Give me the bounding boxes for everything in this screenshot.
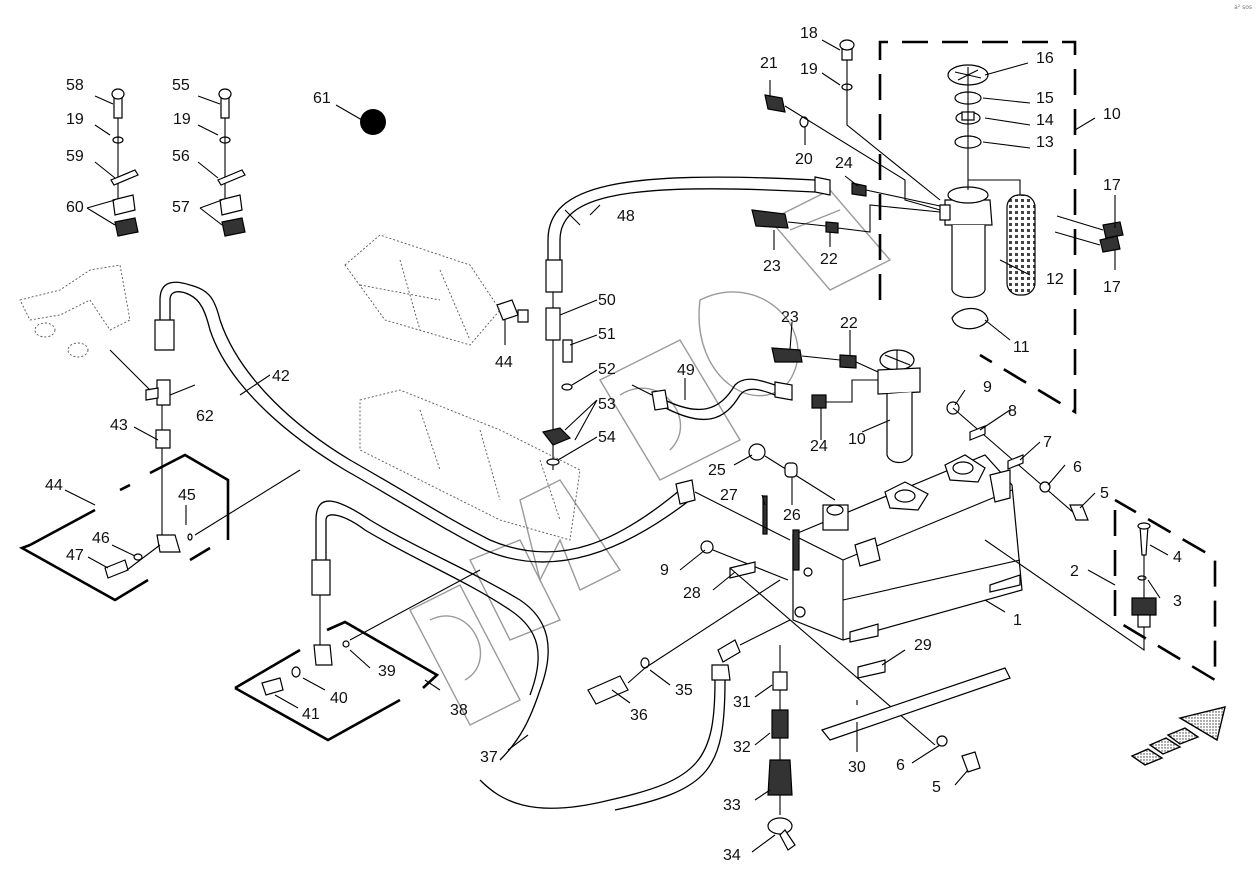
callout-24: 24 [835, 155, 853, 172]
callout-45: 45 [178, 487, 196, 504]
callout-30: 30 [848, 759, 866, 776]
callout-41: 41 [302, 706, 320, 723]
callout-17: 17 [1103, 279, 1121, 296]
callout-20: 20 [795, 151, 813, 168]
callout-3: 3 [1173, 593, 1182, 610]
forward-direction-arrow [1130, 706, 1226, 766]
callout-19: 19 [66, 111, 84, 128]
callout-7: 7 [1043, 434, 1052, 451]
callout-58: 58 [66, 77, 84, 94]
filter-assembly-group [878, 40, 1124, 415]
hoses-group [154, 176, 831, 761]
callout-6: 6 [896, 757, 905, 774]
left-manifold-group [18, 349, 301, 602]
callout-48: 48 [617, 208, 635, 225]
callout-60: 60 [66, 199, 84, 216]
callout-25: 25 [708, 462, 726, 479]
callout-26: 26 [783, 507, 801, 524]
callout-10: 10 [1103, 106, 1121, 123]
callout-38: 38 [450, 702, 468, 719]
valve-stack-group [496, 292, 573, 470]
callout-6: 6 [1073, 459, 1082, 476]
callout-59: 59 [66, 148, 84, 165]
callout-2: 2 [1070, 563, 1079, 580]
callout-44: 44 [495, 354, 513, 371]
callout-22: 22 [840, 315, 858, 332]
lower-manifold-group [234, 569, 481, 742]
callout-61: 61 [313, 90, 331, 107]
corner-code: a² sos [1234, 4, 1252, 11]
callout-34: 34 [723, 847, 741, 864]
callout-36: 36 [630, 707, 648, 724]
callout-28: 28 [683, 585, 701, 602]
callout-35: 35 [675, 682, 693, 699]
callout-13: 13 [1036, 134, 1054, 151]
callout-labels: 1 2 3 4 5 5 6 6 7 8 9 9 10 10 11 12 13 1… [45, 25, 1182, 864]
callout-46: 46 [92, 530, 110, 547]
callout-39: 39 [378, 663, 396, 680]
callout-9: 9 [660, 562, 669, 579]
drain-plug-group [984, 498, 1217, 683]
callout-10: 10 [848, 431, 866, 448]
callout-18: 18 [800, 25, 818, 42]
callout-57: 57 [172, 199, 190, 216]
callout-15: 15 [1036, 90, 1054, 107]
callout-5: 5 [1100, 485, 1109, 502]
callout-62: 62 [196, 408, 214, 425]
clamp-set-right [217, 88, 246, 237]
callout-27: 27 [720, 487, 738, 504]
clamp-set-left [110, 88, 139, 237]
callout-11: 11 [1013, 339, 1030, 356]
callout-37: 37 [480, 749, 498, 766]
pump-ghost-outline [19, 234, 581, 541]
return-filter-group [771, 347, 921, 464]
callout-29: 29 [914, 637, 932, 654]
callout-47: 47 [66, 547, 84, 564]
tank-side-fittings [946, 401, 1089, 521]
part-61-marker [360, 109, 386, 135]
callout-42: 42 [272, 368, 290, 385]
callout-19: 19 [173, 111, 191, 128]
callout-55: 55 [172, 77, 190, 94]
callout-5: 5 [932, 779, 941, 796]
callout-56: 56 [172, 148, 190, 165]
callout-53: 53 [598, 396, 616, 413]
top-fittings-group [751, 39, 941, 234]
callout-8: 8 [1008, 403, 1017, 420]
callout-12: 12 [1046, 271, 1064, 288]
callout-16: 16 [1036, 50, 1054, 67]
callout-1: 1 [1013, 612, 1022, 629]
callout-33: 33 [723, 797, 741, 814]
callout-32: 32 [733, 739, 751, 756]
callout-43: 43 [110, 417, 128, 434]
callout-4: 4 [1173, 549, 1182, 566]
callout-17: 17 [1103, 177, 1121, 194]
callout-52: 52 [598, 361, 616, 378]
callout-23: 23 [763, 258, 781, 275]
lower-fittings-group [479, 443, 1011, 851]
callout-22: 22 [820, 251, 838, 268]
callout-9: 9 [983, 379, 992, 396]
callout-40: 40 [330, 690, 348, 707]
callout-50: 50 [598, 292, 616, 309]
leader-lines [64, 39, 1169, 853]
callout-49: 49 [677, 362, 695, 379]
callout-54: 54 [598, 429, 616, 446]
callout-51: 51 [598, 326, 616, 343]
hydraulic-tank [792, 454, 1023, 643]
callout-21: 21 [760, 55, 778, 72]
callout-23: 23 [781, 309, 799, 326]
callout-31: 31 [733, 694, 751, 711]
watermark [409, 189, 892, 726]
callout-19: 19 [800, 61, 818, 78]
callout-44: 44 [45, 477, 63, 494]
callout-14: 14 [1036, 112, 1054, 129]
callout-24: 24 [810, 438, 828, 455]
